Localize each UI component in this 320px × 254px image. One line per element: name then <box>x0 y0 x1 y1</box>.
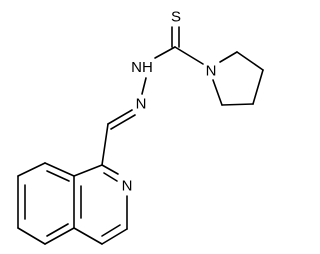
benzo-c8-c7 <box>17 162 46 177</box>
benzo-c8a-c8 <box>44 162 75 177</box>
pyrrolidine-n-label: N <box>206 63 217 80</box>
imine-bond-a <box>107 109 133 125</box>
benzo-ring <box>17 162 75 245</box>
pyridine-ring <box>73 164 128 245</box>
nh-n-bond <box>141 77 147 95</box>
nh-n-label: N <box>131 59 142 76</box>
pyrrolidine-bond-2 <box>236 51 264 71</box>
atom-label-ring-n: N <box>122 178 133 195</box>
ch-c1-bond <box>101 123 109 166</box>
pyrrolidine-ring <box>212 51 264 106</box>
pyrrolidine-bond-1 <box>219 51 238 63</box>
nh-h-label: H <box>142 59 153 76</box>
atom-label-sulfur: S <box>171 9 181 26</box>
thiocarbonyl-group <box>171 26 180 48</box>
chemical-structure-diagram: S NH N N N <box>17 9 264 245</box>
pyrrolidine-bond-3 <box>252 69 264 105</box>
pyridine-c3-c4 <box>101 228 128 245</box>
pyridine-c1-n2 <box>101 164 119 175</box>
pyridine-double-c3-c4 <box>101 224 121 237</box>
atom-label-pyrrolidine-n: N <box>206 63 217 80</box>
pyridine-c4-c4a <box>73 227 103 245</box>
nh-label: NH <box>131 59 153 76</box>
c-pyrrolidine-n-bond <box>174 46 204 65</box>
sulfur-label: S <box>171 9 181 26</box>
pyrrolidine-bond-5 <box>212 79 223 106</box>
imine-double-bond <box>107 109 136 130</box>
benzo-c5-c4a <box>44 227 75 245</box>
pyridine-double-c1-n2 <box>103 172 118 182</box>
pyridine-c1-c8a <box>73 164 103 177</box>
imine-n-label: N <box>136 96 147 113</box>
benzo-double-c8-c8a <box>46 170 70 182</box>
c-nh-bond <box>154 46 176 59</box>
ring-n-label: N <box>122 178 133 195</box>
atom-label-nh: NH <box>131 59 153 76</box>
benzo-c6-c5 <box>17 227 46 245</box>
atom-label-imine-n: N <box>136 96 147 113</box>
benzo-double-c5-c4a <box>46 223 69 237</box>
imine-bond-b <box>110 114 136 130</box>
pyrrolidine-bond-4 <box>221 103 254 106</box>
